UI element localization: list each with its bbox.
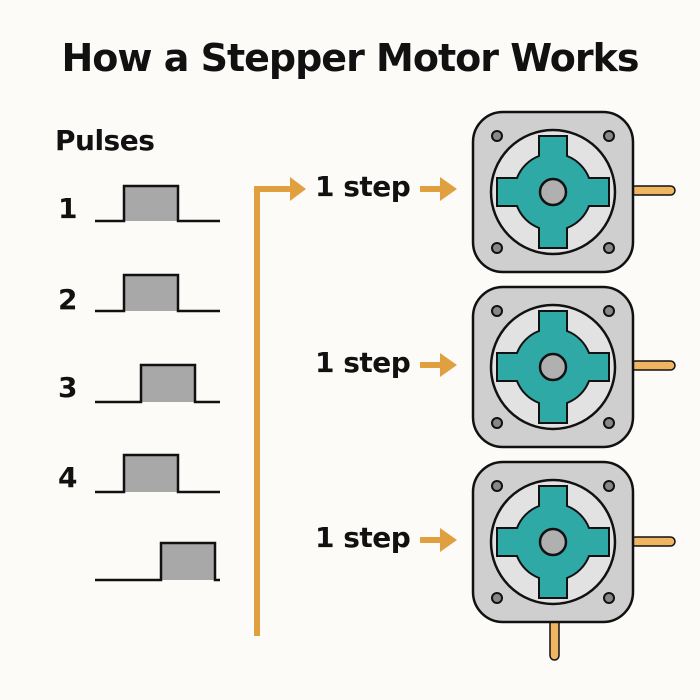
connector-arrowhead	[290, 177, 306, 201]
step-label-1: 1 step	[315, 170, 411, 203]
motor-shaft	[630, 360, 676, 371]
step-label-2: 1 step	[315, 346, 411, 379]
stepper-motor-3	[471, 460, 676, 661]
pulse-waveform-4	[95, 453, 220, 494]
pulse-waveform-3	[95, 363, 220, 404]
pulse-high-5	[161, 543, 215, 580]
pulse-number-3: 3	[58, 371, 78, 404]
pulses-heading: Pulses	[55, 124, 155, 157]
pulse-high-2	[124, 275, 178, 311]
pulse-number-2: 2	[58, 283, 78, 316]
signal-connector	[254, 177, 306, 636]
pulse-high-3	[141, 365, 195, 402]
pulse-high-4	[124, 455, 178, 492]
motor-shaft-down	[549, 617, 560, 661]
page-title: How a Stepper Motor Works	[61, 36, 639, 80]
motor-shaft	[630, 185, 676, 196]
pulse-waveform-1	[95, 184, 220, 223]
step-arrow-3	[420, 528, 457, 552]
step-label-3: 1 step	[315, 521, 411, 554]
step-arrow-1	[420, 177, 457, 201]
pulse-number-1: 1	[58, 192, 78, 225]
stepper-motor-2	[471, 285, 676, 449]
pulse-high-1	[124, 186, 178, 221]
pulse-waveform-5	[95, 541, 220, 582]
pulse-waveform-2	[95, 273, 220, 313]
motor-shaft-right	[630, 536, 676, 547]
stepper-motor-1	[471, 110, 676, 274]
pulse-number-4: 4	[58, 461, 78, 494]
step-arrow-2	[420, 353, 457, 377]
